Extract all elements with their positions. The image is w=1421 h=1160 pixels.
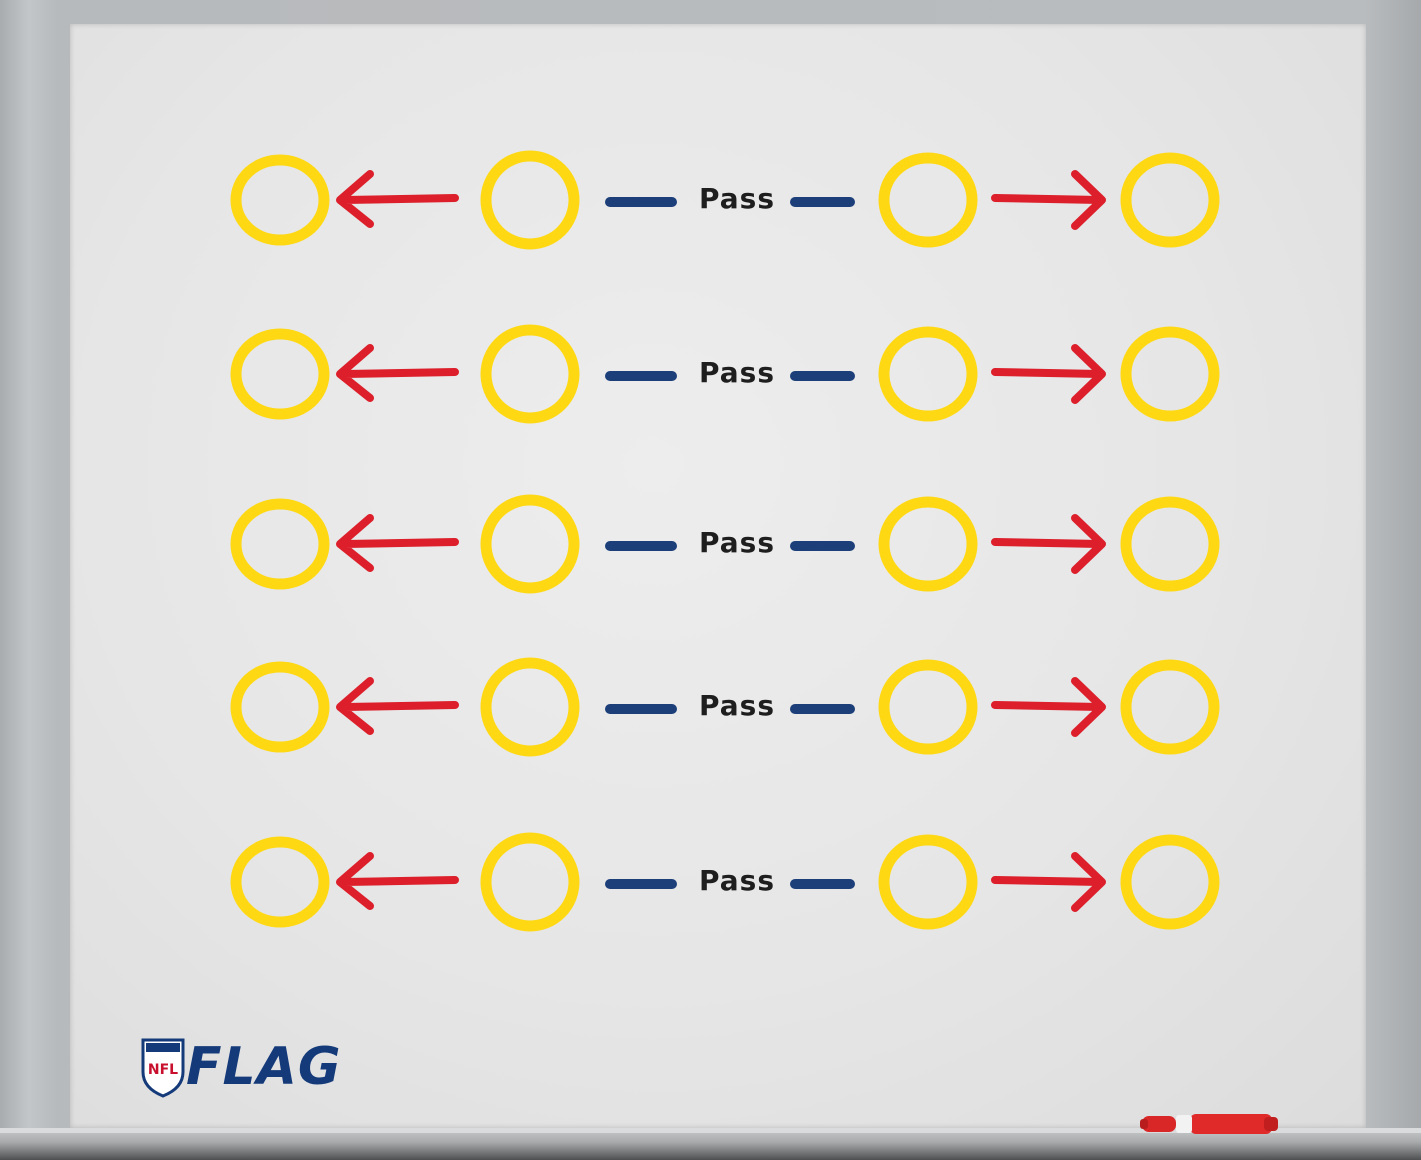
player-circle-icon [230, 498, 330, 590]
player-circle-icon [1120, 326, 1220, 422]
nfl-shield-text: NFL [148, 1062, 178, 1078]
player-circle-icon [480, 150, 580, 250]
pass-label: Pass [699, 526, 775, 559]
player-circle-icon [1120, 152, 1220, 248]
play-row: Pass [230, 832, 1220, 932]
player-circle-icon [1120, 834, 1220, 930]
player-circle-icon [1120, 659, 1220, 755]
pass-label: Pass [699, 864, 775, 897]
route-arrow-right-icon [991, 344, 1106, 404]
player-circle-icon [480, 494, 580, 594]
route-arrow-right-icon [991, 170, 1106, 230]
play-row: Pass [230, 324, 1220, 424]
pass-label: Pass [699, 356, 775, 389]
red-marker-cap [1140, 1116, 1176, 1132]
route-arrow-left-icon [336, 677, 459, 735]
play-row: Pass [230, 150, 1220, 250]
pass-label: Pass [699, 689, 775, 722]
route-arrow-left-icon [336, 344, 459, 402]
play-row: Pass [230, 494, 1220, 594]
nfl-shield-icon: NFL [141, 1038, 185, 1098]
player-circle-icon [878, 152, 978, 248]
player-circle-icon [1120, 496, 1220, 592]
player-circle-icon [878, 659, 978, 755]
marker-tray [0, 1128, 1421, 1160]
player-circle-icon [878, 834, 978, 930]
player-circle-icon [230, 154, 330, 246]
marker-tray-edge [0, 1128, 1421, 1133]
flag-wordmark: FLAG [186, 1037, 342, 1097]
route-arrow-right-icon [991, 514, 1106, 574]
route-arrow-left-icon [336, 852, 459, 910]
player-circle-icon [230, 661, 330, 753]
route-arrow-left-icon [336, 514, 459, 572]
nfl-flag-logo: NFL FLAG [141, 1037, 342, 1098]
player-circle-icon [230, 836, 330, 928]
player-circle-icon [878, 496, 978, 592]
red-marker [1176, 1114, 1278, 1134]
route-arrow-right-icon [991, 852, 1106, 912]
route-arrow-right-icon [991, 677, 1106, 737]
play-row: Pass [230, 657, 1220, 757]
player-circle-icon [230, 328, 330, 420]
player-circle-icon [480, 657, 580, 757]
pass-label: Pass [699, 182, 775, 215]
player-circle-icon [480, 832, 580, 932]
player-circle-icon [878, 326, 978, 422]
player-circle-icon [480, 324, 580, 424]
route-arrow-left-icon [336, 170, 459, 228]
